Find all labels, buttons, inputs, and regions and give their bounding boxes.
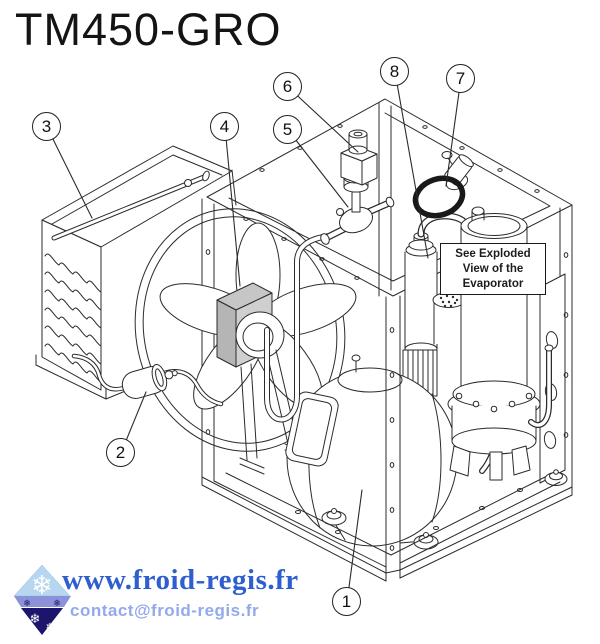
callout-2: 2 <box>106 438 135 467</box>
compressor-drawing <box>264 233 568 550</box>
callout-3-number: 3 <box>41 116 52 136</box>
callout-7: 7 <box>446 64 475 93</box>
snowflake-icon: ❄ <box>31 571 53 601</box>
evaporator-note-box: See Exploded View of the Evaporator <box>440 243 546 295</box>
callout-leader-lines <box>46 71 462 603</box>
page-title: TM450-GRO <box>15 4 282 55</box>
dehydrator-ring-drawing <box>412 151 474 219</box>
condenser-coil-drawing <box>35 145 346 452</box>
frame-front-drawing <box>201 295 573 582</box>
callout-1-number: 1 <box>341 591 352 611</box>
callout-4: 4 <box>210 112 239 141</box>
callout-8-number: 8 <box>389 61 400 81</box>
note-line-2: View of the <box>462 262 524 275</box>
callout-2-number: 2 <box>115 442 126 462</box>
solenoid-block-drawing <box>340 129 378 186</box>
website-link[interactable]: www.froid-regis.fr <box>62 564 299 596</box>
note-line-1: See Exploded <box>455 247 531 260</box>
footer-watermark: ❄ ❄ ❄ ❄ ❄ www.froid-regis.fr contact@fro… <box>0 560 420 644</box>
email-link[interactable]: contact@froid-regis.fr <box>70 601 260 620</box>
callout-5-number: 5 <box>282 119 293 139</box>
snowflake-icon: ❄ <box>30 612 41 627</box>
note-line-3: Evaporator <box>462 277 524 290</box>
callout-6: 6 <box>273 72 302 101</box>
snowflake-icon: ❄ <box>46 622 54 633</box>
mounting-grommets <box>321 469 568 550</box>
service-valve-drawing <box>320 172 395 245</box>
froid-regis-logo: ❄ ❄ ❄ ❄ ❄ <box>13 564 71 635</box>
callout-8: 8 <box>380 57 409 86</box>
callout-3: 3 <box>32 112 61 141</box>
frame-rivet-holes <box>205 124 569 438</box>
filter-drier-drawing <box>71 353 224 407</box>
callout-5: 5 <box>273 115 302 144</box>
callout-1: 1 <box>332 587 361 616</box>
callout-7-number: 7 <box>455 68 466 88</box>
snowflake-icon: ❄ <box>53 599 61 609</box>
snowflake-icon: ❄ <box>23 599 31 609</box>
callout-4-number: 4 <box>219 116 230 136</box>
callout-6-number: 6 <box>282 76 293 96</box>
